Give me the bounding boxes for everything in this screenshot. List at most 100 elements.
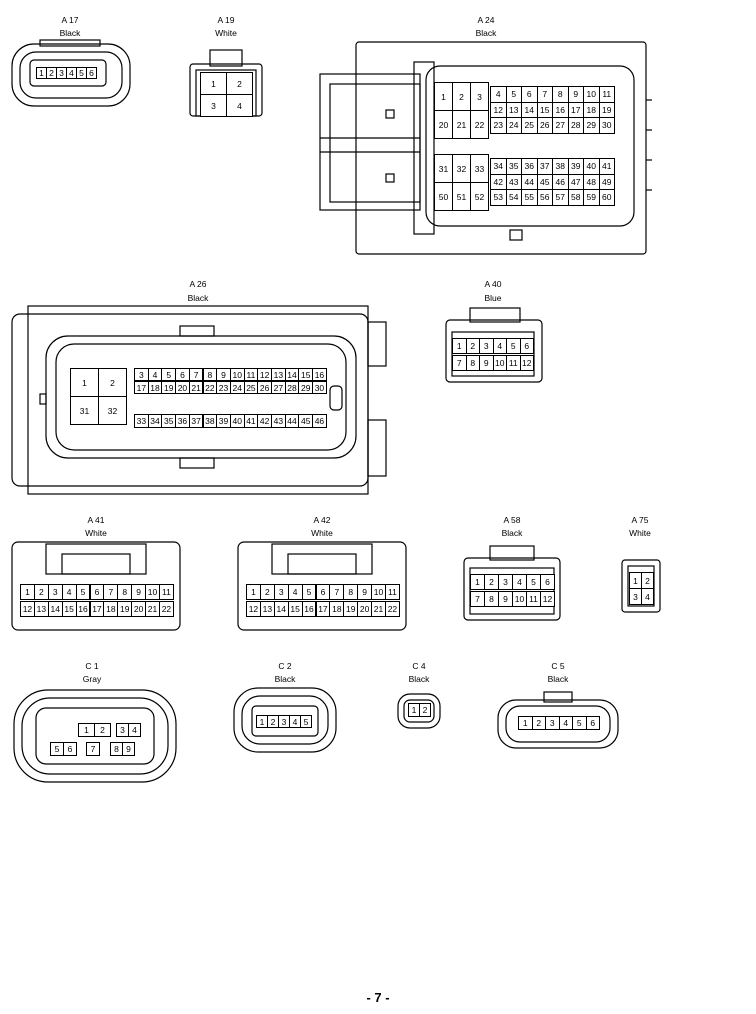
a24-pin-56: 56 (536, 189, 553, 206)
a41-pin-16: 16 (75, 601, 91, 617)
a58-pin-7: 7 (470, 591, 485, 607)
a26-pin-46: 46 (312, 414, 327, 428)
a42-pin-4: 4 (287, 584, 303, 600)
a24-pin-22: 22 (470, 110, 489, 139)
a26-pin-5: 5 (161, 368, 177, 381)
a58-pin-2: 2 (484, 574, 499, 590)
a19-code: A 19 (217, 15, 235, 25)
a24-pin-27: 27 (552, 117, 569, 134)
a26-pin-25: 25 (243, 381, 259, 394)
a41-pin-1: 1 (20, 584, 35, 600)
a42-pin-5: 5 (301, 584, 317, 600)
c5-pin-1: 1 (518, 716, 533, 730)
a58-pin-4: 4 (512, 574, 527, 590)
a19-pin-2: 2 (226, 72, 253, 95)
a26-pin-1: 1 (70, 368, 99, 397)
a58-pin-3: 3 (498, 574, 513, 590)
a41-pin-2: 2 (33, 584, 49, 600)
a24-pin-17: 17 (567, 101, 584, 118)
a40-pin-1: 1 (452, 338, 467, 354)
a24-pin-1: 1 (434, 82, 453, 111)
a26-pin-28: 28 (284, 381, 300, 394)
a24-pin-60: 60 (598, 189, 615, 206)
a42-pin-10: 10 (371, 584, 386, 600)
a26-pin-22: 22 (202, 381, 218, 394)
a24-pin-3: 3 (470, 82, 489, 111)
a58-pin-9: 9 (498, 591, 513, 607)
c5-pin-3: 3 (545, 716, 560, 730)
a26-pin-16: 16 (312, 368, 327, 381)
a41-pin-4: 4 (61, 584, 77, 600)
c1-color: Gray (82, 674, 102, 684)
a42-pin-2: 2 (259, 584, 275, 600)
a26-pin-33: 33 (134, 414, 149, 428)
a40-pin-10: 10 (492, 355, 507, 371)
a26-pin-41: 41 (243, 414, 259, 428)
a26-pin-18: 18 (147, 381, 163, 394)
a24-pin-53: 53 (490, 189, 507, 206)
c5-pin-4: 4 (558, 716, 573, 730)
a26-pin-11: 11 (243, 368, 259, 381)
a42-pin-3: 3 (273, 584, 289, 600)
a26-pin-39: 39 (216, 414, 231, 428)
a24-pin-48: 48 (583, 173, 600, 190)
a42-pin-11: 11 (385, 584, 400, 600)
a24-pin-10: 10 (583, 86, 600, 103)
a24-pin-29: 29 (583, 117, 600, 134)
a19-pin-4: 4 (226, 94, 253, 117)
a42-pin-17: 17 (315, 601, 331, 617)
a26-pin-35: 35 (161, 414, 177, 428)
a41-pin-17: 17 (89, 601, 105, 617)
a42-pin-13: 13 (259, 601, 275, 617)
a26-pin-37: 37 (188, 414, 204, 428)
c4-pin-2: 2 (419, 703, 431, 717)
a41-pin-9: 9 (131, 584, 147, 600)
a19-pin-3: 3 (200, 94, 227, 117)
a26-pin-24: 24 (229, 381, 245, 394)
c1-pin-1: 1 (78, 723, 95, 737)
a24-pin-59: 59 (583, 189, 600, 206)
c5-pin-5: 5 (572, 716, 587, 730)
a26-pin-31: 31 (70, 396, 99, 425)
a24-pin-57: 57 (552, 189, 569, 206)
a26-pin-12: 12 (257, 368, 272, 381)
c1-pin-4: 4 (128, 723, 141, 737)
a41-pin-5: 5 (75, 584, 91, 600)
a26-pin-27: 27 (271, 381, 286, 394)
a40-code: A 40 (484, 279, 502, 289)
a42-pin-9: 9 (357, 584, 373, 600)
a26-pin-26: 26 (257, 381, 272, 394)
a24-pin-50: 50 (434, 182, 453, 211)
c2-color: Black (274, 674, 296, 684)
a58-pin-5: 5 (526, 574, 541, 590)
a41-code: A 41 (87, 515, 105, 525)
c1-pin-5: 5 (50, 742, 64, 756)
a41-pin-12: 12 (20, 601, 35, 617)
a24-color: Black (475, 28, 497, 38)
a58-color: Black (501, 528, 523, 538)
a42-pin-18: 18 (329, 601, 345, 617)
a75-color: White (629, 528, 651, 538)
a26-pin-4: 4 (147, 368, 163, 381)
a40-pin-5: 5 (506, 338, 521, 354)
a40-pin-8: 8 (465, 355, 480, 371)
a24-pin-44: 44 (521, 173, 538, 190)
a40-pin-4: 4 (492, 338, 507, 354)
a40-pin-2: 2 (465, 338, 480, 354)
a26-pin-7: 7 (188, 368, 204, 381)
a24-pin-40: 40 (583, 158, 600, 175)
a24-pin-24: 24 (505, 117, 522, 134)
a42-pin-20: 20 (357, 601, 373, 617)
c5-code: C 5 (551, 661, 565, 671)
a75-code: A 75 (631, 515, 649, 525)
a58-pin-6: 6 (540, 574, 555, 590)
a24-pin-43: 43 (505, 173, 522, 190)
a26-pin-38: 38 (202, 414, 218, 428)
a24-pin-25: 25 (521, 117, 538, 134)
a24-pin-12: 12 (490, 101, 507, 118)
c5-pin-6: 6 (585, 716, 600, 730)
a17-code: A 17 (61, 15, 79, 25)
a26-pin-13: 13 (271, 368, 286, 381)
page-number: - 7 - (366, 990, 390, 1005)
a24-pin-31: 31 (434, 154, 453, 183)
